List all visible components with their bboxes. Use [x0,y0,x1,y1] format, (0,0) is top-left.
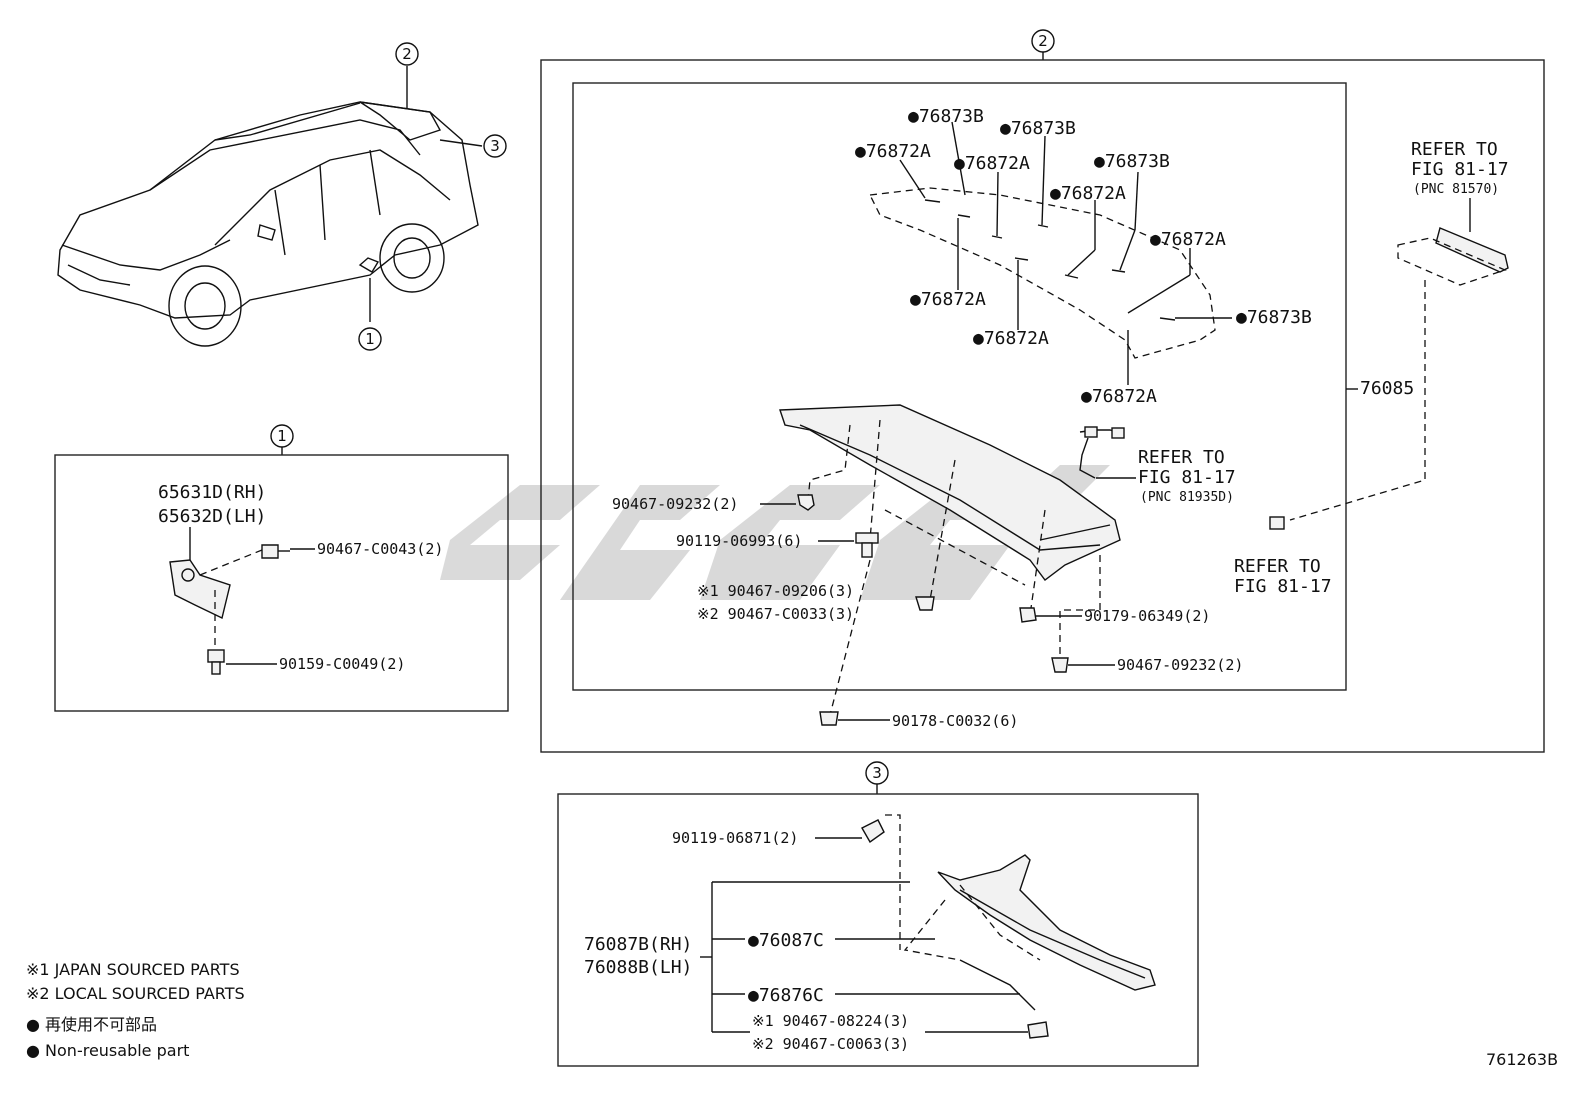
part-label-90178-C0032[interactable]: 90178-C0032(6) [892,712,1018,730]
clip-icon [261,544,290,559]
section-1-frame [54,454,509,712]
refer-to-text-1[interactable]: REFER TO [1138,447,1225,468]
rear-spoiler-drawing [779,404,1121,581]
svg-text:1: 1 [365,330,375,348]
part-label-76087B[interactable]: 76087B(RH) [584,934,692,955]
refer-to-fig-2[interactable]: FIG 81-17 [1411,159,1509,180]
stop-lamp-drawing [1435,227,1509,273]
part-label-76872A-6[interactable]: ●76872A [973,328,1049,349]
svg-text:2: 2 [1038,32,1048,50]
mudguard-part-drawing [169,559,231,620]
diagram-code: 761263B [1486,1050,1558,1069]
part-label-90467-09206[interactable]: ※1 90467-09206(3) [697,582,854,600]
clip-90467-08224-icon [1027,1021,1049,1039]
clip-90467-09232-icon-2 [1051,657,1069,673]
svg-text:2: 2 [402,45,412,63]
part-label-90467-C0033[interactable]: ※2 90467-C0033(3) [697,605,854,623]
part-label-76872A-4[interactable]: ●76872A [1150,229,1226,250]
clip-90119-06871-icon [861,819,885,844]
bolt-icon-refer [1269,516,1285,530]
part-label-76872A-3[interactable]: ●76872A [1050,183,1126,204]
part-label-90159-C0049[interactable]: 90159-C0049(2) [279,655,405,673]
part-label-90467-C0043[interactable]: 90467-C0043(2) [317,540,443,558]
refer-to-pnc-2[interactable]: (PNC 81570) [1413,182,1499,197]
clip-90119-06993-icon [855,532,879,558]
clip-90467-09206-icon [915,596,935,611]
part-label-90179-06349[interactable]: 90179-06349(2) [1084,607,1210,625]
part-label-90467-09232-b[interactable]: 90467-09232(2) [1117,656,1243,674]
part-label-90467-08224[interactable]: ※1 90467-08224(3) [752,1012,909,1030]
refer-to-text-2[interactable]: REFER TO [1411,139,1498,160]
legend-note-1: ※1 JAPAN SOURCED PARTS [26,960,240,979]
callout-3-section-header: 3 [865,761,889,794]
part-label-90119-06993[interactable]: 90119-06993(6) [676,532,802,550]
callout-1-section-header: 1 [270,424,294,455]
refer-to-fig-3[interactable]: FIG 81-17 [1234,576,1332,597]
legend-bullet-en: ● Non-reusable part [26,1041,189,1060]
part-label-76872A-5[interactable]: ●76872A [910,289,986,310]
part-label-65631D[interactable]: 65631D(RH) [158,482,266,503]
part-label-76088B[interactable]: 76088B(LH) [584,957,692,978]
side-spoiler-drawing [937,854,1156,991]
refer-to-fig-1[interactable]: FIG 81-17 [1138,467,1236,488]
assembly-bracket [700,881,1020,1033]
refer-to-pnc-1[interactable]: (PNC 81935D) [1140,490,1234,505]
clip-90178-C0032-icon [819,711,839,726]
legend-bullet-jp: ● 再使用不可部品 [26,1015,157,1034]
part-label-76876C[interactable]: ●76876C [748,985,824,1006]
callout-2-section-header: 2 [1031,29,1055,60]
part-label-76087C[interactable]: ●76087C [748,930,824,951]
part-label-90467-C0063[interactable]: ※2 90467-C0063(3) [752,1035,909,1053]
part-label-76873B-4[interactable]: ●76873B [1236,307,1312,328]
callout-3-overview: 3 [483,134,507,158]
part-label-76085[interactable]: 76085 [1360,378,1414,399]
vehicle-overview-illustration [57,66,483,347]
section-2-inner-frame [572,82,1347,691]
part-label-65632D[interactable]: 65632D(LH) [158,506,266,527]
part-label-76872A-1[interactable]: ●76872A [855,141,931,162]
part-label-90467-09232-a[interactable]: 90467-09232(2) [612,495,738,513]
legend-note-2: ※2 LOCAL SOURCED PARTS [26,984,245,1003]
tape-leader-lines [899,121,1232,385]
section-3-frame [557,793,1199,1067]
callout-2-overview: 2 [395,42,419,66]
part-label-76872A-7[interactable]: ●76872A [1081,386,1157,407]
svg-text:1: 1 [277,427,287,445]
part-label-76873B-3[interactable]: ●76873B [1094,151,1170,172]
clip-90467-09232-icon-1 [797,494,815,511]
callout-1-overview: 1 [358,327,382,351]
svg-text:3: 3 [872,764,882,782]
refer-to-text-3[interactable]: REFER TO [1234,556,1321,577]
tape-slots [924,199,1176,321]
section-2-outer-frame [540,59,1545,753]
part-label-76872A-2[interactable]: ●76872A [954,153,1030,174]
svg-text:3: 3 [490,137,500,155]
screw-icon [207,649,225,675]
nut-90179-06349-icon [1019,607,1037,623]
part-label-90119-06871[interactable]: 90119-06871(2) [672,829,798,847]
part-label-76873B-2[interactable]: ●76873B [1000,118,1076,139]
part-label-76873B-1[interactable]: ●76873B [908,106,984,127]
